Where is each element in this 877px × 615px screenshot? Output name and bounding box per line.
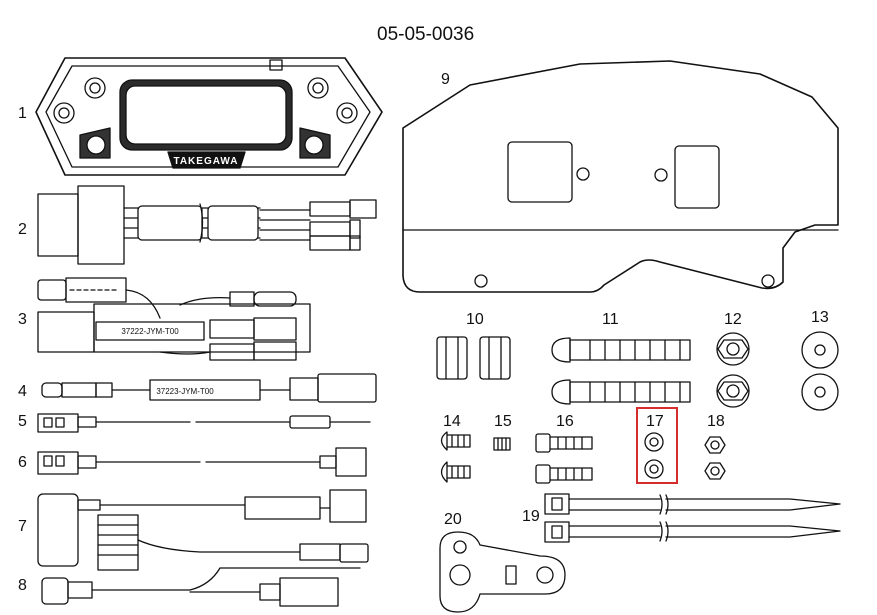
part-2-harness [37,185,377,265]
callout-20: 20 [444,511,462,528]
part-10-mounts [436,336,511,380]
callout-2: 2 [18,221,27,238]
callout-19: 19 [522,508,540,525]
part-14-screws [440,431,471,483]
harness-4-label: 37223-JYM-T00 [156,387,214,396]
callout-3: 3 [18,311,27,328]
part-number-title: 05-05-0036 [377,24,475,45]
part-13-washers [801,331,839,411]
part-17-washers [644,432,664,479]
callout-6: 6 [18,454,27,471]
part-9-bracket [402,60,839,293]
part-15-setscrew [493,437,511,451]
callout-1: 1 [18,105,27,122]
part-5-wire [37,413,371,433]
callout-12: 12 [724,311,742,328]
part-16-screws [535,433,593,484]
part-18-nuts [704,436,726,480]
callout-10: 10 [466,311,484,328]
part-20-plate [439,531,566,613]
part-12-nuts [716,332,750,408]
callout-13: 13 [811,309,829,326]
callout-11: 11 [602,311,619,328]
part-4-harness: 37223-JYM-T00 [41,373,377,403]
meter-logo: TAKEGAWA [173,156,238,167]
highlight-box-part-17 [636,407,678,484]
callout-18: 18 [707,413,725,430]
callout-8: 8 [18,577,27,594]
part-1-meter: TAKEGAWA [35,57,383,176]
part-19-cable-ties [544,493,841,543]
part-6-wire [37,447,367,477]
callout-9: 9 [441,71,450,88]
part-11-bolts [551,337,691,405]
callout-4: 4 [18,383,27,400]
callout-15: 15 [494,413,512,430]
callout-7: 7 [18,518,27,535]
callout-5: 5 [18,413,27,430]
part-7-sensor [37,489,369,571]
callout-17: 17 [646,413,664,430]
part-8-wire [41,567,361,607]
callout-16: 16 [556,413,574,430]
harness-3-label: 37222-JYM-T00 [121,327,179,336]
callout-14: 14 [443,413,461,430]
part-3-harness: 37222-JYM-T00 [37,277,311,361]
